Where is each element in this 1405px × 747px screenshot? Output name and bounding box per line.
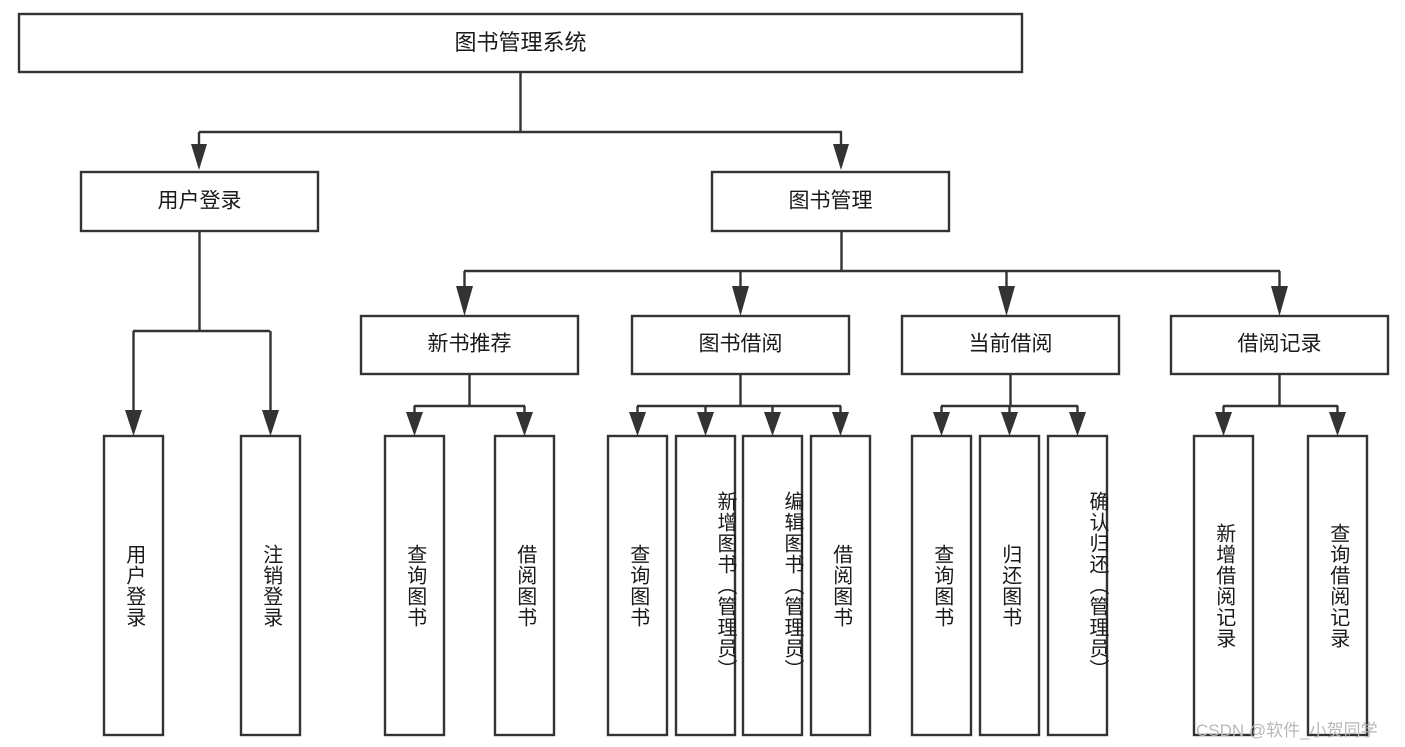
arrow-head-currentborrow-leaf-3 <box>1069 412 1086 436</box>
arrow-head-borrowrecord-leaf-1 <box>1215 412 1232 436</box>
leaf-box-return-book[interactable] <box>978 434 1041 737</box>
arrow-head-bookborrow-leaf-3 <box>764 412 781 436</box>
connector-layer <box>125 72 1346 436</box>
node-book-mgmt-box[interactable] <box>710 170 951 233</box>
arrow-head-currentborrow-leaf-2 <box>1001 412 1018 436</box>
leaf-box-logout[interactable] <box>239 434 302 737</box>
leaf-box-edit-book-admin[interactable] <box>741 434 804 737</box>
node-current-borrow-label: 当前借阅 <box>969 333 1053 356</box>
leaf-box-borrow-book[interactable] <box>809 434 872 737</box>
arrow-head-book-borrow <box>732 286 749 316</box>
node-new-book-recommend-label: 新书推荐 <box>428 333 512 356</box>
leaf-box-user-login[interactable] <box>102 434 165 737</box>
node-root-box[interactable] <box>17 12 1024 74</box>
arrow-head-newbook-leaf-1 <box>406 412 423 436</box>
node-layer: 图书管理系统 用户登录 图书管理 新书推荐 图书借阅 当前借阅 借阅记录 <box>17 12 1390 737</box>
arrow-head-leaf-user-login <box>125 410 142 436</box>
arrow-head-currentborrow-leaf-1 <box>933 412 950 436</box>
csdn-watermark: CSDN @软件_小贺同学 <box>1196 721 1378 740</box>
leaf-box-query-book-current[interactable] <box>910 434 973 737</box>
node-current-borrow-box[interactable] <box>900 314 1121 376</box>
arrow-head-newbook-leaf-2 <box>516 412 533 436</box>
node-borrow-record-label: 借阅记录 <box>1238 333 1322 356</box>
node-book-mgmt-label: 图书管理 <box>789 190 873 213</box>
arrow-head-bookborrow-leaf-1 <box>629 412 646 436</box>
leaf-box-borrow-book-new[interactable] <box>493 434 556 737</box>
node-root-label: 图书管理系统 <box>454 30 586 55</box>
arrow-head-bookborrow-leaf-2 <box>697 412 714 436</box>
node-book-borrow-label: 图书借阅 <box>699 333 783 356</box>
node-user-login-box[interactable] <box>79 170 320 233</box>
node-user-login-label: 用户登录 <box>158 190 242 213</box>
arrow-head-borrowrecord-leaf-2 <box>1329 412 1346 436</box>
arrow-head-current-borrow <box>998 286 1015 316</box>
node-new-book-recommend-box[interactable] <box>359 314 580 376</box>
node-book-borrow-box[interactable] <box>630 314 851 376</box>
leaf-box-query-borrow-record[interactable] <box>1306 434 1369 737</box>
leaf-box-add-borrow-record[interactable] <box>1192 434 1255 737</box>
arrow-head-bookborrow-leaf-4 <box>832 412 849 436</box>
arrow-head-user-login <box>191 144 207 170</box>
node-borrow-record-box[interactable] <box>1169 314 1390 376</box>
leaf-box-query-book-new[interactable] <box>383 434 446 737</box>
arrow-head-borrow-record <box>1271 286 1288 316</box>
leaf-box-confirm-return-admin[interactable] <box>1046 434 1109 737</box>
leaf-box-add-book-admin[interactable] <box>674 434 737 737</box>
leaf-box-query-book-borrow[interactable] <box>606 434 669 737</box>
arrow-head-new-book <box>456 286 473 316</box>
arrow-head-book-mgmt <box>833 144 849 170</box>
arrow-head-leaf-logout <box>262 410 279 436</box>
